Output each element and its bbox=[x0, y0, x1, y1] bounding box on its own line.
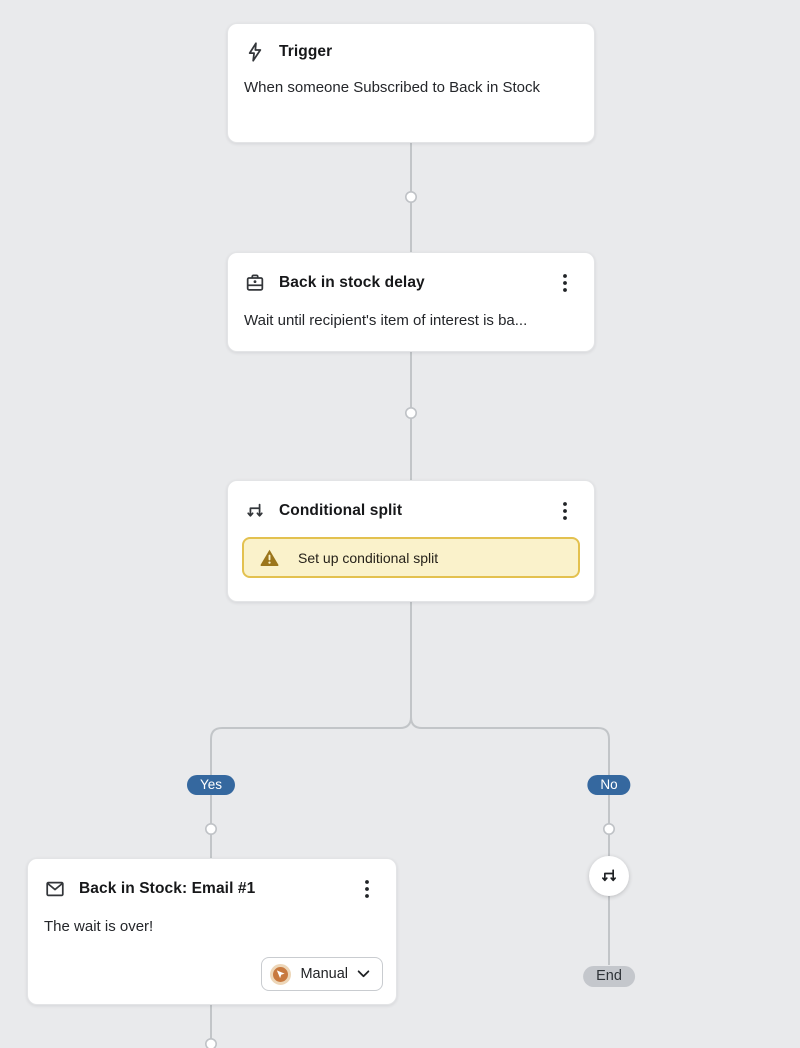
kebab-icon bbox=[563, 274, 567, 292]
delay-card[interactable]: Back in stock delay Wait until recipient… bbox=[227, 252, 595, 352]
email-overflow-menu-button[interactable] bbox=[354, 876, 380, 902]
kebab-icon bbox=[365, 880, 369, 898]
lightning-icon bbox=[244, 41, 266, 63]
trigger-card[interactable]: Trigger When someone Subscribed to Back … bbox=[227, 23, 595, 143]
conditional-split-card[interactable]: Conditional split Set up conditional spl… bbox=[227, 480, 595, 602]
branch-no-pill: No bbox=[587, 775, 631, 795]
connector-branch-yes bbox=[210, 602, 412, 858]
node-dot bbox=[205, 822, 218, 835]
delay-card-header: Back in stock delay bbox=[228, 253, 594, 296]
email-description: The wait is over! bbox=[44, 918, 154, 935]
delay-overflow-menu-button[interactable] bbox=[552, 270, 578, 296]
cursor-icon bbox=[270, 963, 292, 985]
connector-branch-no bbox=[410, 602, 610, 965]
conditional-split-title: Conditional split bbox=[279, 502, 403, 519]
email-card-header: Back in Stock: Email #1 bbox=[28, 859, 396, 902]
node-dot bbox=[404, 191, 417, 204]
setup-warning-banner[interactable]: Set up conditional split bbox=[242, 537, 580, 578]
conditional-split-overflow-menu-button[interactable] bbox=[552, 498, 578, 524]
branch-yes-pill: Yes bbox=[186, 775, 236, 795]
setup-warning-text: Set up conditional split bbox=[298, 549, 439, 566]
split-icon bbox=[244, 500, 266, 522]
node-dot bbox=[602, 822, 615, 835]
kebab-icon bbox=[563, 502, 567, 520]
delay-description: Wait until recipient's item of interest … bbox=[244, 312, 528, 329]
delay-title: Back in stock delay bbox=[279, 274, 425, 291]
chevron-down-icon bbox=[357, 970, 370, 978]
manual-status-label: Manual bbox=[300, 966, 348, 982]
node-dot bbox=[404, 406, 417, 419]
trigger-title: Trigger bbox=[279, 43, 333, 60]
end-pill: End bbox=[583, 966, 635, 987]
email-card[interactable]: Back in Stock: Email #1 The wait is over… bbox=[27, 858, 397, 1005]
warning-triangle-icon bbox=[260, 549, 279, 566]
trigger-description: When someone Subscribed to Back in Stock bbox=[244, 79, 540, 96]
node-dot bbox=[205, 1038, 217, 1048]
split-icon bbox=[602, 869, 616, 882]
email-footer: Manual bbox=[261, 957, 383, 991]
email-title: Back in Stock: Email #1 bbox=[79, 880, 256, 897]
add-split-action-button[interactable] bbox=[589, 856, 629, 896]
delay-icon bbox=[244, 272, 266, 294]
email-icon bbox=[44, 878, 66, 900]
trigger-card-header: Trigger bbox=[228, 24, 594, 63]
manual-status-dropdown[interactable]: Manual bbox=[261, 957, 383, 991]
conditional-split-card-header: Conditional split bbox=[228, 481, 594, 524]
